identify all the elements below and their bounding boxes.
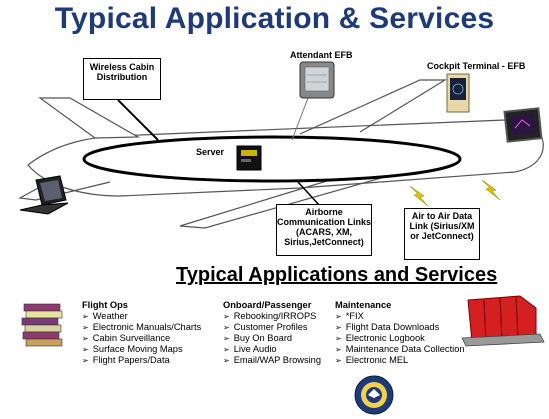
list-item: Maintenance Data Collection: [335, 344, 465, 355]
cockpit-terminal-icon: [446, 73, 470, 113]
column-heading: Flight Ops: [82, 300, 128, 310]
faa-seal-icon: [354, 375, 394, 415]
efb-link-line: [291, 97, 309, 141]
list-item: Surface Moving Maps: [82, 344, 201, 355]
cargo-container-icon: [461, 295, 545, 347]
laptop-icon: [19, 175, 69, 215]
lower-wing: [179, 175, 389, 229]
list-item: Weather: [82, 311, 201, 322]
list-item: Electronic Logbook: [335, 333, 465, 344]
books-icon: [21, 303, 63, 347]
airborne-link-line: [297, 181, 321, 207]
list-item: Email/WAP Browsing: [223, 355, 321, 366]
list-item: Flight Data Downloads: [335, 322, 465, 333]
list-item: Electronic MEL: [335, 355, 465, 366]
list-item: Live Audio: [223, 344, 321, 355]
cockpit-display-icon: [503, 107, 543, 143]
section-heading: Typical Applications and Services: [176, 264, 498, 286]
list-item: Cabin Surveillance: [82, 333, 201, 344]
server-label: Server: [196, 147, 225, 157]
attendant-efb-icon: [299, 61, 335, 99]
cockpit-terminal-label: Cockpit Terminal - EFB: [427, 61, 526, 71]
list-item: *FIX: [335, 311, 465, 322]
list-item: Rebooking/IRROPS: [223, 311, 321, 322]
air-to-air-box: Air to Air Data Link (Sirius/XM or JetCo…: [404, 208, 480, 260]
wireless-link-line: [117, 99, 159, 141]
lightning-bolt-1: [409, 185, 429, 207]
list-item: Flight Papers/Data: [82, 355, 201, 366]
server-icon: [236, 145, 262, 171]
onboard-passenger-column: Onboard/Passenger Rebooking/IRROPS Custo…: [223, 300, 321, 366]
upper-wing: [299, 79, 448, 135]
list-item: Customer Profiles: [223, 322, 321, 333]
server-ring: [82, 135, 462, 183]
wireless-cabin-box: Wireless Cabin Distribution: [83, 58, 161, 100]
lightning-bolt-2: [481, 179, 501, 201]
list-item: Electronic Manuals/Charts: [82, 322, 202, 333]
column-heading: Onboard/Passenger: [223, 300, 312, 310]
airborne-links-box: Airborne Communication Links (ACARS, XM,…: [276, 204, 372, 256]
maintenance-column: Maintenance *FIX Flight Data Downloads E…: [335, 300, 465, 366]
flight-ops-column: Flight Ops Weather Electronic Manuals/Ch…: [82, 300, 201, 366]
attendant-efb-label: Attendant EFB: [290, 50, 353, 60]
page-title: Typical Application & Services: [54, 2, 495, 35]
tail-fin: [38, 97, 141, 139]
list-item: Buy On Board: [223, 333, 321, 344]
column-heading: Maintenance: [335, 300, 392, 310]
